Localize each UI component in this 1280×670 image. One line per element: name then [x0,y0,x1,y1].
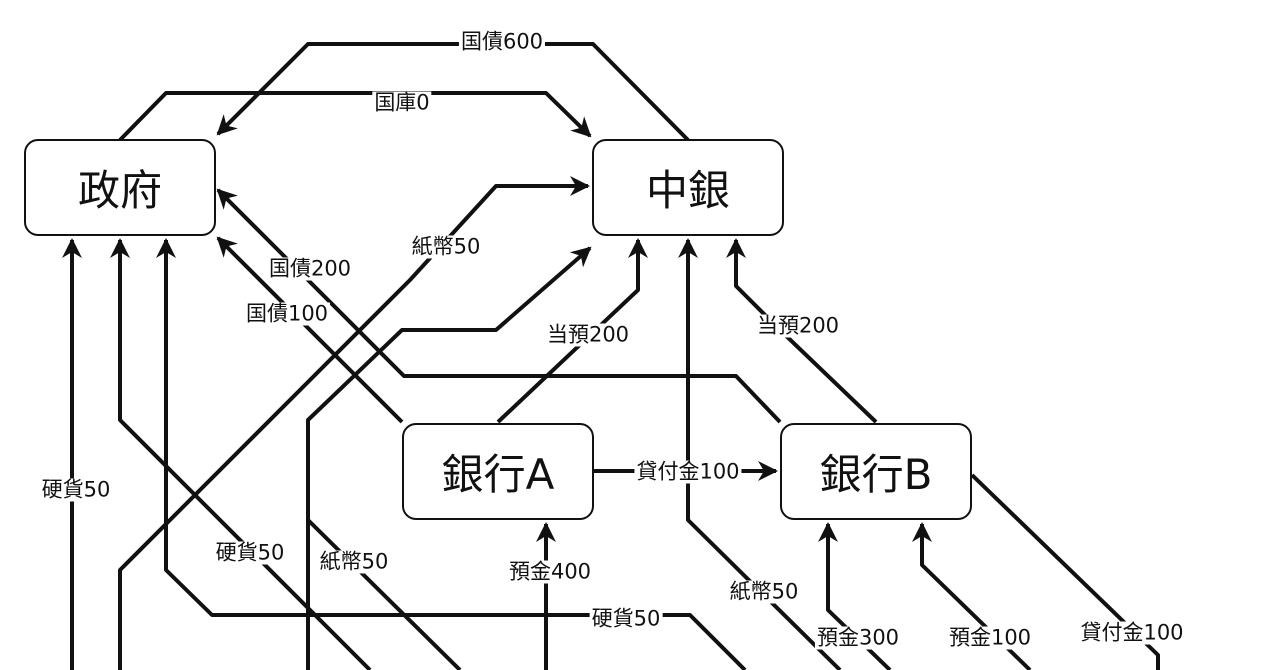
edge-to-cb-left [118,176,590,670]
node-bank-a: 銀行A [402,423,594,520]
label-yokin-400: 預金400 [506,559,594,584]
edge-kashitsuke-100-b [970,473,1160,670]
label-kashitsuke-100-ab: 貸付金100 [634,459,742,484]
label-shihei-50-right: 紙幣50 [727,579,801,604]
label-yokin-100: 預金100 [946,625,1034,650]
edge-kokko-0 [118,91,592,142]
edge-touyo-200-b [726,238,878,424]
label-shihei-50-mid: 紙幣50 [317,549,391,574]
edge-shihei-50-mid [306,500,462,670]
edge-kokusai-600 [216,42,690,142]
label-kokusai-600: 国債600 [458,29,546,54]
label-kouka-50-mid: 硬貨50 [213,540,287,565]
node-central-bank-label: 中銀 [645,166,730,215]
label-kokusai-100: 国債100 [243,301,331,326]
label-kokusai-200: 国債200 [266,256,354,281]
label-kokko-0: 国庫0 [372,90,432,115]
node-central-bank: 中銀 [592,139,784,236]
edge-kouka-50-bottom [156,238,747,670]
edge-kokusai-100 [216,236,404,424]
node-government-label: 政府 [77,166,162,215]
label-yokin-300: 預金300 [814,625,902,650]
label-touyo-200-b: 当預200 [754,313,842,338]
edge-yokin-300 [818,522,892,670]
node-government: 政府 [24,139,216,236]
node-bank-b: 銀行B [780,423,972,520]
edge-touyo-200-a [496,238,648,424]
label-kashitsuke-100-b: 貸付金100 [1078,620,1186,645]
edge-kouka-50-mid [110,238,372,670]
label-touyo-200-a: 当預200 [544,322,632,347]
edge-shihei-50-right [678,238,842,670]
node-bank-a-label: 銀行A [441,450,555,499]
label-kouka-50-left: 硬貨50 [39,477,113,502]
edge-kokusai-200 [216,188,782,424]
node-bank-b-label: 銀行B [819,450,933,499]
label-kouka-50-bottom: 硬貨50 [589,606,663,631]
label-shihei-50-cb: 紙幣50 [409,234,483,259]
